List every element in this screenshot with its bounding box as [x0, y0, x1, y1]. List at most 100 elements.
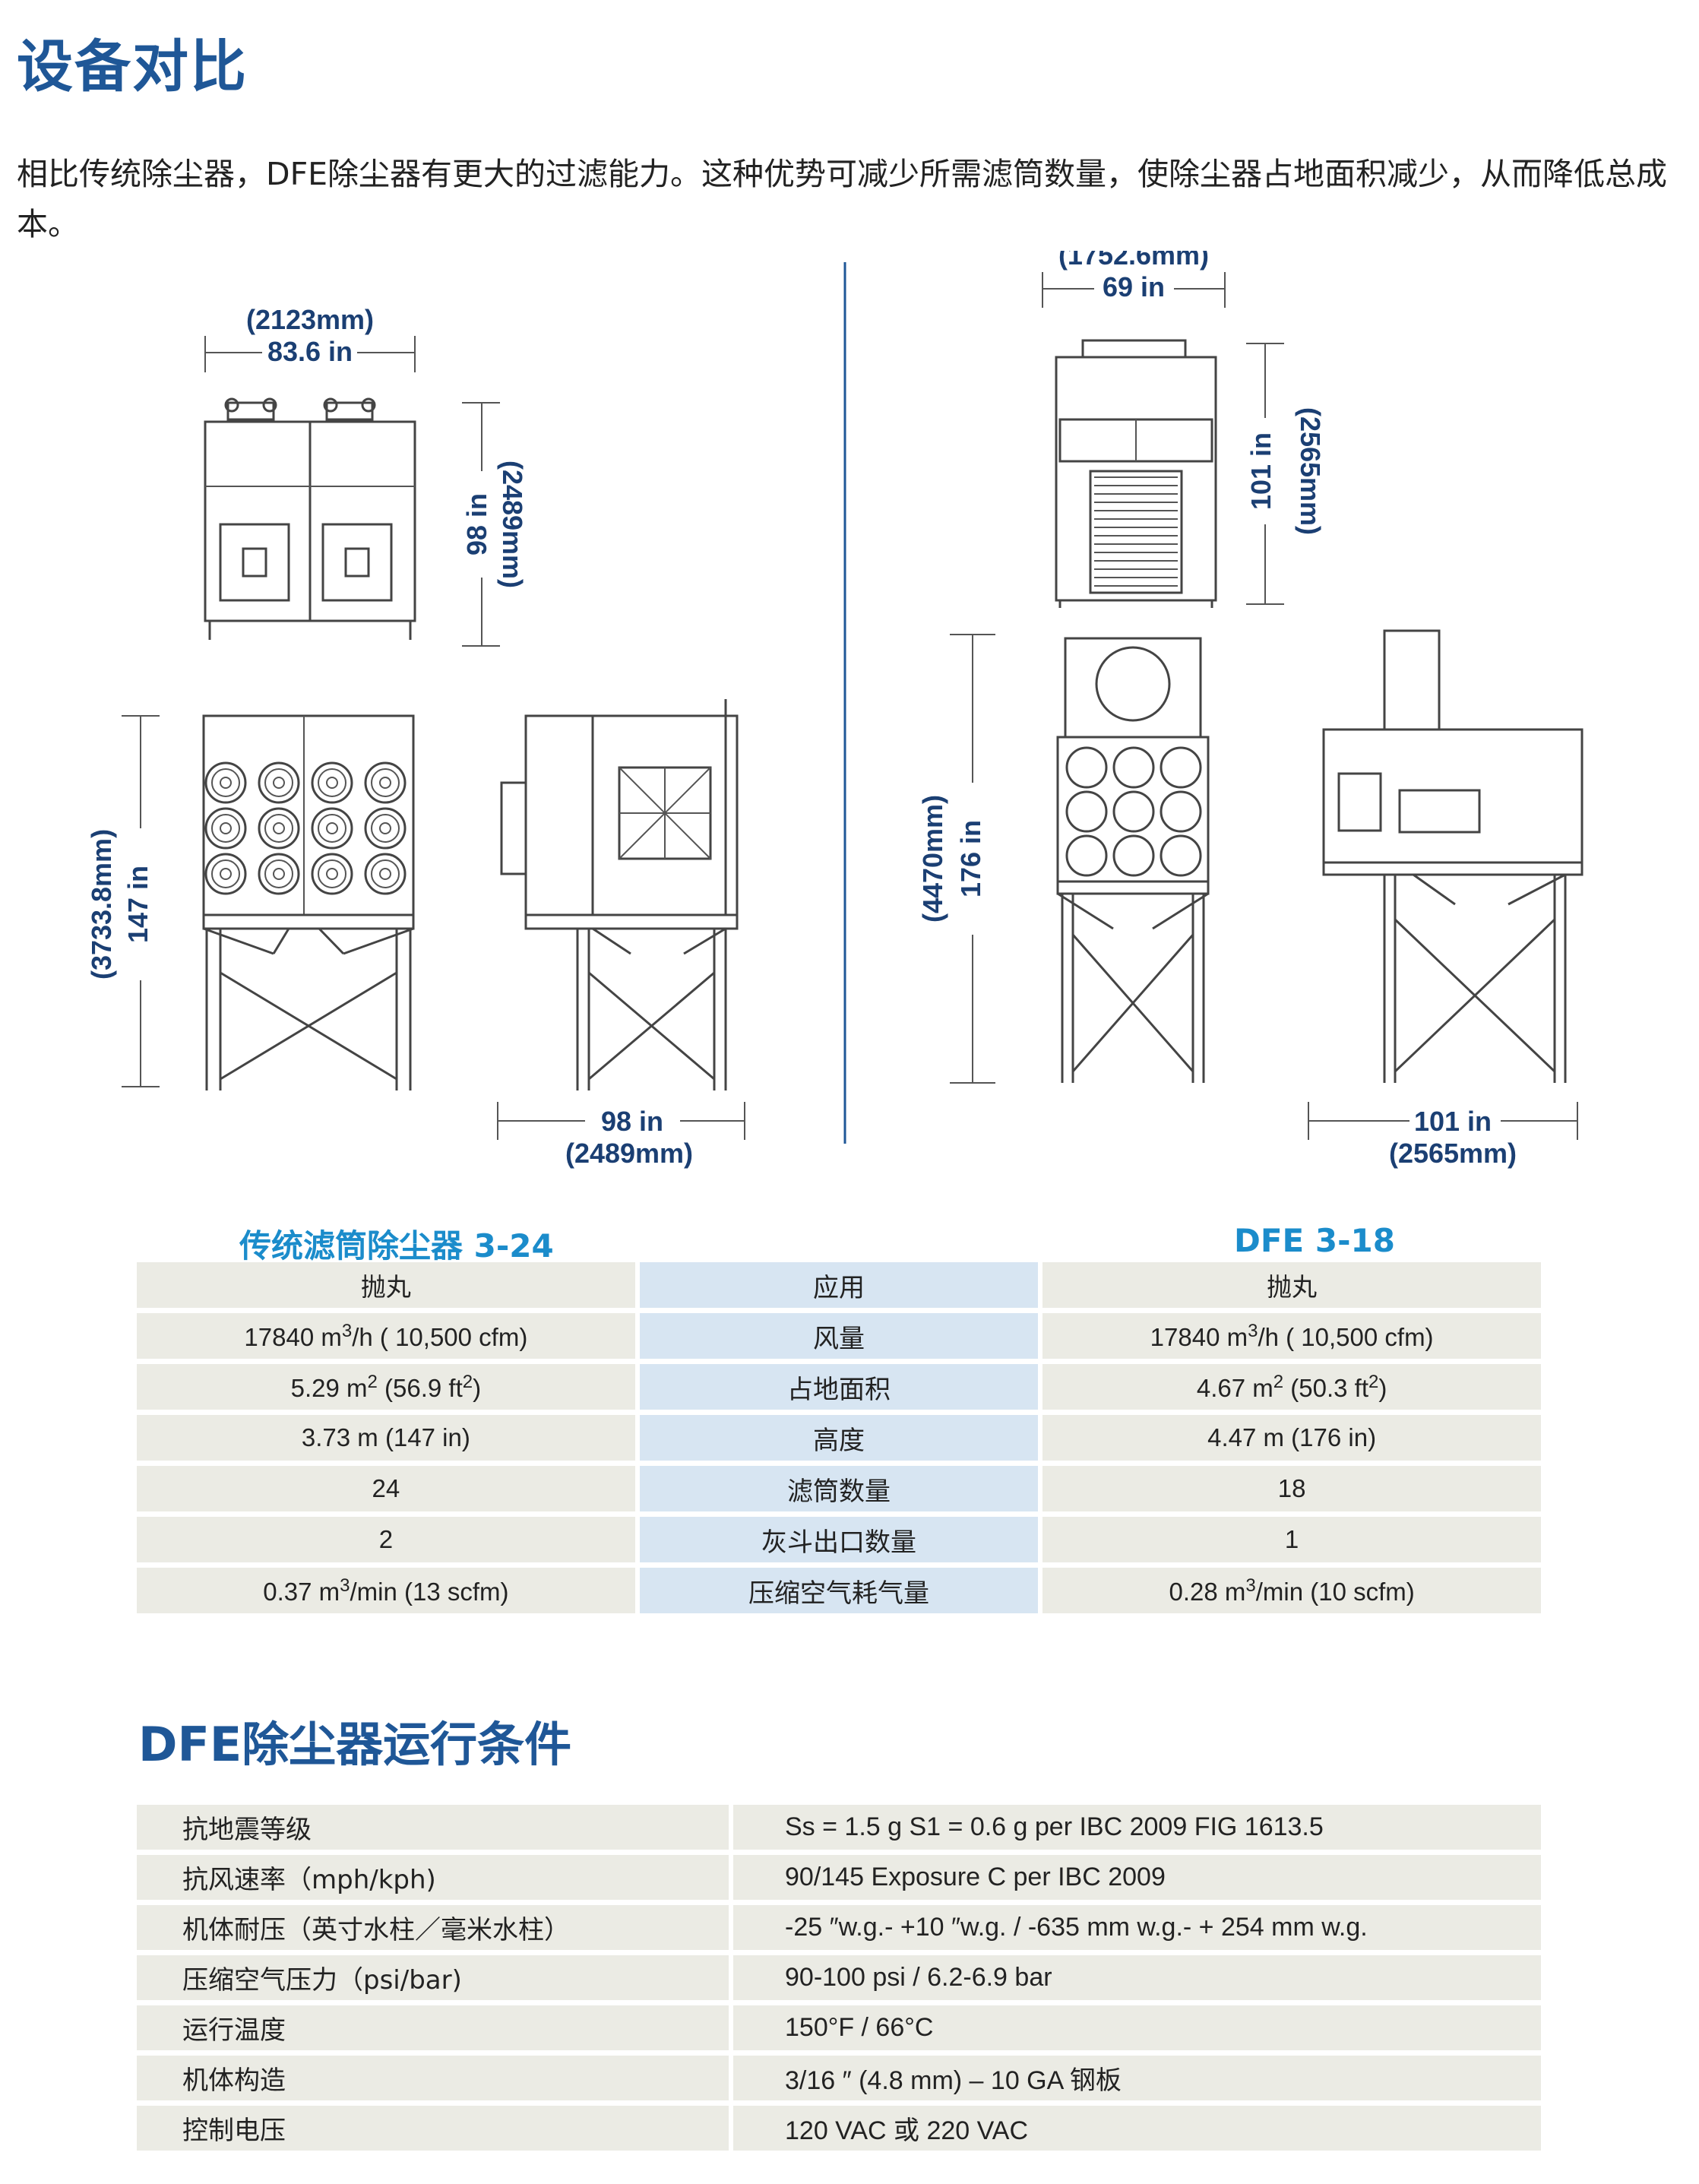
filter-cartridge	[311, 761, 353, 804]
right-top-view	[1055, 339, 1217, 608]
left-front-view	[202, 714, 415, 1090]
table-row: 压缩空气压力（psi/bar)90-100 psi / 6.2-6.9 bar	[137, 1955, 1541, 2000]
left-side-width-in: 98 in	[601, 1106, 663, 1137]
right-value: 抛丸	[1042, 1262, 1541, 1308]
left-top-width-mm: (2123mm)	[246, 304, 374, 335]
filter-cartridge	[1160, 746, 1202, 789]
equipment-drawings: (2123mm) 83.6 in 98 in (2489mm) (3733.8m…	[86, 251, 1584, 1169]
condition-label: 抗地震等级	[137, 1805, 729, 1850]
filter-cartridge	[364, 761, 407, 804]
condition-value: Ss = 1.5 g S1 = 0.6 g per IBC 2009 FIG 1…	[733, 1805, 1541, 1850]
right-top-width-mm: (1752.6mm)	[1058, 251, 1209, 271]
left-side-width-mm: (2489mm)	[565, 1138, 693, 1169]
left-top-height-in: 98 in	[461, 493, 492, 555]
table-row: 5.29 m2 (56.9 ft2) 占地面积 4.67 m2 (50.3 ft…	[137, 1364, 1541, 1410]
condition-label: 运行温度	[137, 2005, 729, 2050]
conditions-title: DFE除尘器运行条件	[138, 1717, 572, 1772]
filter-cartridge	[364, 807, 407, 850]
left-side-view	[500, 699, 739, 1090]
condition-value: 150°F / 66°C	[733, 2005, 1541, 2050]
condition-label: 抗风速率（mph/kph)	[137, 1855, 729, 1900]
comparison-table: 抛丸 应用 抛丸 17840 m3/h ( 10,500 cfm) 风量 178…	[132, 1257, 1546, 1619]
right-value: 18	[1042, 1466, 1541, 1511]
table-row: 0.37 m3/min (13 scfm) 压缩空气耗气量 0.28 m3/mi…	[137, 1568, 1541, 1613]
table-row: 抗风速率（mph/kph)90/145 Exposure C per IBC 2…	[137, 1855, 1541, 1900]
row-label: 风量	[639, 1313, 1039, 1359]
right-side-view	[1322, 629, 1584, 1083]
filter-cartridge	[1112, 834, 1155, 877]
right-value: 4.47 m (176 in)	[1042, 1415, 1541, 1461]
filter-cartridge	[1112, 790, 1155, 833]
table-row: 24 滤筒数量 18	[137, 1466, 1541, 1511]
intro-paragraph: 相比传统除尘器，DFE除尘器有更大的过滤能力。这种优势可减少所需滤筒数量，使除尘…	[17, 156, 1668, 242]
right-value: 1	[1042, 1517, 1541, 1562]
filter-cartridge	[311, 807, 353, 850]
row-label: 滤筒数量	[639, 1466, 1039, 1511]
condition-label: 压缩空气压力（psi/bar)	[137, 1955, 729, 2000]
condition-label: 控制电压	[137, 2106, 729, 2151]
table-row: 17840 m3/h ( 10,500 cfm) 风量 17840 m3/h (…	[137, 1313, 1541, 1359]
right-value: 17840 m3/h ( 10,500 cfm)	[1042, 1313, 1541, 1359]
left-value: 5.29 m2 (56.9 ft2)	[137, 1364, 635, 1410]
filter-cartridge	[311, 853, 353, 895]
filter-cartridge	[204, 761, 247, 804]
right-top-height-mm: (2565mm)	[1295, 407, 1326, 535]
table-row: 机体耐压（英寸水柱／毫米水柱）-25 ″w.g.- +10 ″w.g. / -6…	[137, 1905, 1541, 1950]
table-row: 3.73 m (147 in) 高度 4.47 m (176 in)	[137, 1415, 1541, 1461]
right-top-width-in: 69 in	[1103, 271, 1165, 302]
row-label: 高度	[639, 1415, 1039, 1461]
left-value: 0.37 m3/min (13 scfm)	[137, 1568, 635, 1613]
left-top-view	[204, 397, 416, 640]
left-value: 3.73 m (147 in)	[137, 1415, 635, 1461]
left-top-width-in: 83.6 in	[267, 336, 353, 367]
right-side-width-mm: (2565mm)	[1389, 1138, 1517, 1169]
filter-cartridge	[1160, 834, 1202, 877]
right-value: 0.28 m3/min (10 scfm)	[1042, 1568, 1541, 1613]
filter-cartridge	[258, 807, 300, 850]
table-row: 抛丸 应用 抛丸	[137, 1262, 1541, 1308]
left-value: 24	[137, 1466, 635, 1511]
filter-cartridge	[1065, 834, 1108, 877]
filter-cartridge	[204, 853, 247, 895]
right-value: 4.67 m2 (50.3 ft2)	[1042, 1364, 1541, 1410]
condition-value: 90-100 psi / 6.2-6.9 bar	[733, 1955, 1541, 2000]
left-value: 2	[137, 1517, 635, 1562]
condition-value: 90/145 Exposure C per IBC 2009	[733, 1855, 1541, 1900]
page-title: 设备对比	[17, 34, 248, 100]
filter-cartridge	[258, 761, 300, 804]
left-value: 17840 m3/h ( 10,500 cfm)	[137, 1313, 635, 1359]
condition-value: -25 ″w.g.- +10 ″w.g. / -635 mm w.g.- + 2…	[733, 1905, 1541, 1950]
condition-value: 3/16 ″ (4.8 mm) – 10 GA 钢板	[733, 2056, 1541, 2100]
filter-cartridge	[258, 853, 300, 895]
filter-cartridge	[364, 853, 407, 895]
right-front-view	[1056, 637, 1210, 1083]
filter-cartridge	[1112, 746, 1155, 789]
right-column-header: DFE 3-18	[1234, 1222, 1395, 1259]
condition-value: 120 VAC 或 220 VAC	[733, 2106, 1541, 2151]
filter-cartridge	[1065, 746, 1108, 789]
right-front-height-in: 176 in	[955, 820, 986, 897]
filter-cartridge	[1065, 790, 1108, 833]
row-label: 压缩空气耗气量	[639, 1568, 1039, 1613]
table-row: 2 灰斗出口数量 1	[137, 1517, 1541, 1562]
right-front-height-mm: (4470mm)	[917, 795, 948, 923]
right-top-height-in: 101 in	[1245, 432, 1277, 510]
left-top-height-mm: (2489mm)	[497, 461, 528, 588]
condition-label: 机体耐压（英寸水柱／毫米水柱）	[137, 1905, 729, 1950]
right-side-width-in: 101 in	[1414, 1106, 1492, 1137]
left-column-header: 传统滤筒除尘器 3-24	[239, 1227, 554, 1265]
left-front-height-in: 147 in	[122, 866, 153, 943]
filter-cartridge	[204, 807, 247, 850]
left-value: 抛丸	[137, 1262, 635, 1308]
left-front-height-mm: (3733.8mm)	[86, 829, 117, 980]
row-label: 灰斗出口数量	[639, 1517, 1039, 1562]
row-label: 占地面积	[639, 1364, 1039, 1410]
condition-label: 机体构造	[137, 2056, 729, 2100]
row-label: 应用	[639, 1262, 1039, 1308]
filter-cartridge	[1160, 790, 1202, 833]
